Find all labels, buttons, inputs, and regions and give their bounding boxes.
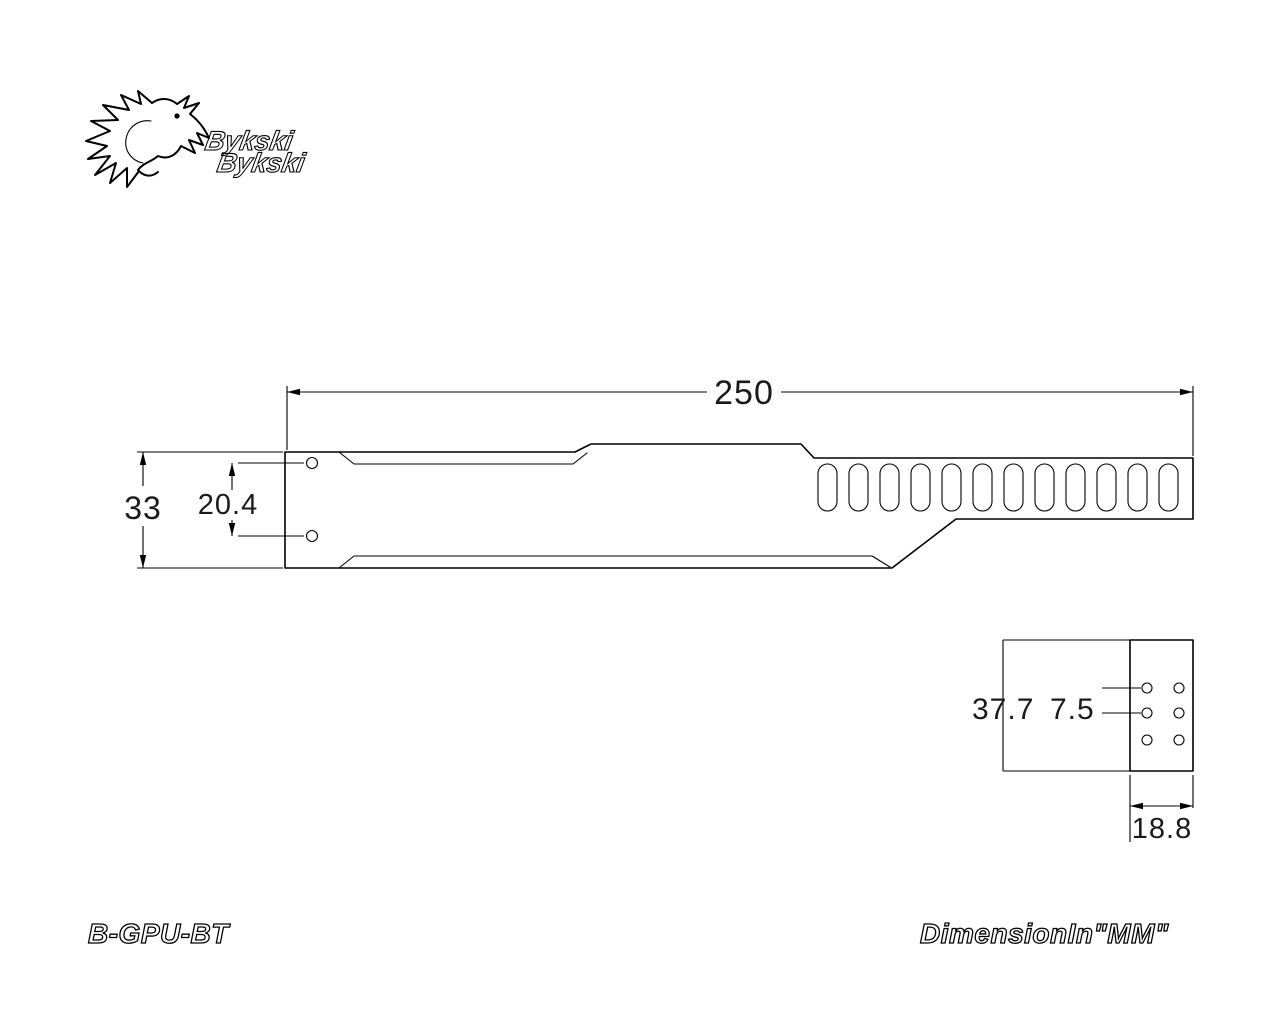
dim-height-value: 33 (124, 490, 162, 526)
mount-hole-bottom (305, 529, 319, 543)
vent-slot (910, 463, 931, 512)
vent-slots (817, 463, 1179, 512)
bend-line-top (338, 451, 588, 465)
dragon-eye (174, 113, 180, 119)
dragon-icon (85, 90, 210, 188)
dim-side-height-value: 37.7 (972, 693, 1034, 726)
vent-slot (1065, 463, 1086, 512)
bracket-outline (284, 443, 1194, 569)
vent-slot (1127, 463, 1148, 512)
dragon-body-swirl (125, 120, 152, 164)
vent-slot (879, 463, 900, 512)
side-view: 37.7 7.5 18.8 (972, 639, 1194, 845)
side-hole (1173, 734, 1185, 746)
vent-slot (1003, 463, 1024, 512)
vent-slot (972, 463, 993, 512)
model-label: B-GPU-BT (88, 918, 231, 949)
side-hole (1141, 707, 1153, 719)
dim-length: 250 (286, 374, 1194, 456)
units-label: DimensionIn"MM" (920, 918, 1169, 949)
dragon-head-outline (137, 95, 210, 171)
vent-slot (1034, 463, 1055, 512)
dim-hole-spacing-value: 20.4 (198, 489, 258, 521)
mount-hole-top (305, 456, 319, 470)
brand-text-top: Bykski (203, 125, 297, 156)
mount-holes (305, 456, 319, 543)
brand-wordmark: Bykski Bykski (202, 125, 309, 179)
side-hole (1141, 734, 1153, 746)
dim-hole-spacing: 20.4 (198, 462, 304, 537)
dim-depth-value: 18.8 (1132, 813, 1192, 845)
side-profile (1129, 639, 1194, 772)
vent-slot (817, 463, 838, 512)
brand-text-bottom: Bykski (215, 147, 309, 178)
brand-logo: Bykski Bykski (85, 90, 309, 188)
dragon-mane-outline (85, 90, 159, 188)
dim-depth: 18.8 (1129, 775, 1194, 845)
dim-height: 33 (124, 451, 283, 569)
vent-slot (1158, 463, 1179, 512)
vent-slot (941, 463, 962, 512)
side-hole (1141, 682, 1153, 694)
dim-length-value: 250 (714, 374, 774, 412)
side-hole (1173, 707, 1185, 719)
side-holes (1141, 682, 1185, 746)
bend-line-bottom (338, 555, 891, 569)
main-view: 250 33 20.4 (124, 374, 1194, 569)
footer: B-GPU-BT DimensionIn"MM" (87, 917, 1169, 949)
vent-slot (1096, 463, 1117, 512)
vent-slot (848, 463, 869, 512)
side-hole (1173, 682, 1185, 694)
dim-hole-pitch-value: 7.5 (1050, 693, 1095, 726)
